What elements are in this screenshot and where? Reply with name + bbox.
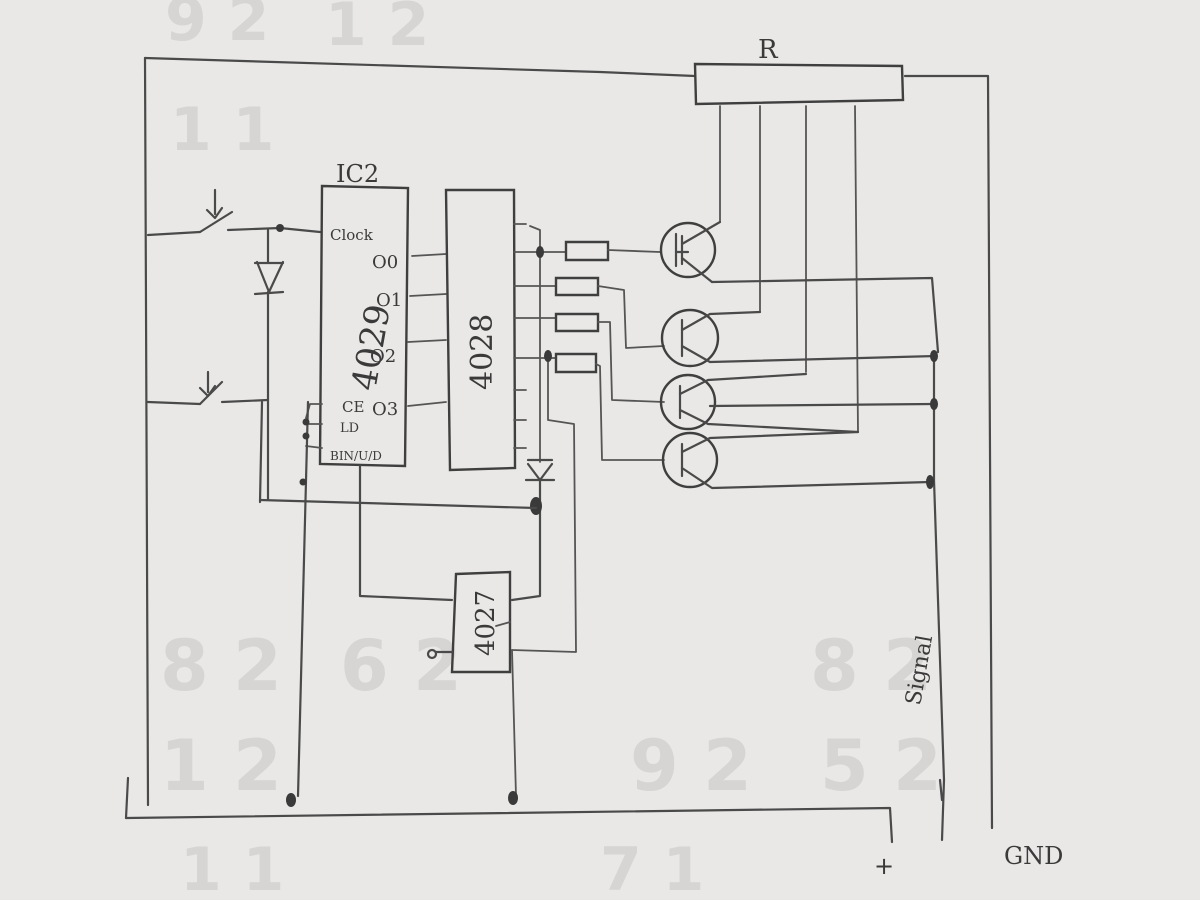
bleed-through-marks: 9 2 1 2 1 1 8 2 6 2 8 2 1 2 9 2 5 2 1 1 … [160, 0, 942, 900]
zener-diode [253, 228, 285, 504]
decoder-ic [444, 188, 517, 472]
transistor-2 [660, 308, 938, 368]
signal-bus [710, 276, 946, 842]
pin-q3-label: O3 [372, 399, 398, 420]
svg-text:9 2: 9 2 [630, 725, 752, 807]
transistor-4 [661, 430, 932, 490]
clock-push-button[interactable] [198, 188, 322, 234]
base-wiring [595, 249, 665, 461]
pin-ld-label: LD [340, 421, 359, 436]
svg-text:9 2: 9 2 [165, 0, 269, 55]
resistor-array-label: R [758, 35, 779, 65]
pin-ce-label: CE [342, 398, 364, 416]
svg-text:8 2: 8 2 [810, 625, 932, 707]
svg-text:1 1: 1 1 [170, 95, 274, 165]
gnd-terminal-label: GND [1004, 842, 1063, 870]
resistor-array [693, 62, 905, 433]
pin-q1-label: O1 [376, 290, 402, 311]
counter-to-decoder-wiring [407, 253, 447, 407]
svg-text:6 2: 6 2 [340, 625, 462, 707]
svg-text:7 1: 7 1 [600, 835, 704, 900]
counter-control-wiring [296, 400, 454, 798]
decoder-chip-label: 4028 [465, 314, 500, 390]
counter-ic [318, 184, 410, 468]
svg-text:5 2: 5 2 [820, 725, 942, 807]
flipflop-chip-label: 4027 [471, 590, 501, 656]
base-resistors [554, 240, 610, 374]
svg-text:1 2: 1 2 [160, 725, 282, 807]
pin-bin-label: BIN/U/D [330, 449, 382, 463]
pin-q0-label: O0 [372, 252, 398, 273]
svg-text:1 2: 1 2 [325, 0, 429, 60]
ic2-label: IC2 [336, 160, 379, 188]
pin-clock-label: Clock [330, 226, 374, 244]
flipflop-ic [426, 570, 517, 797]
svg-text:1 1: 1 1 [180, 835, 284, 900]
preset-push-button[interactable] [198, 370, 270, 406]
transistor-3 [659, 372, 936, 434]
svg-text:8 2: 8 2 [160, 625, 282, 707]
plus-terminal-label: + [874, 852, 894, 880]
supply-rails [124, 56, 994, 844]
pin-q2-label: O2 [370, 346, 396, 367]
decoder-output-wiring [511, 223, 577, 653]
transistor-1 [659, 220, 722, 284]
reset-diode [510, 458, 556, 602]
